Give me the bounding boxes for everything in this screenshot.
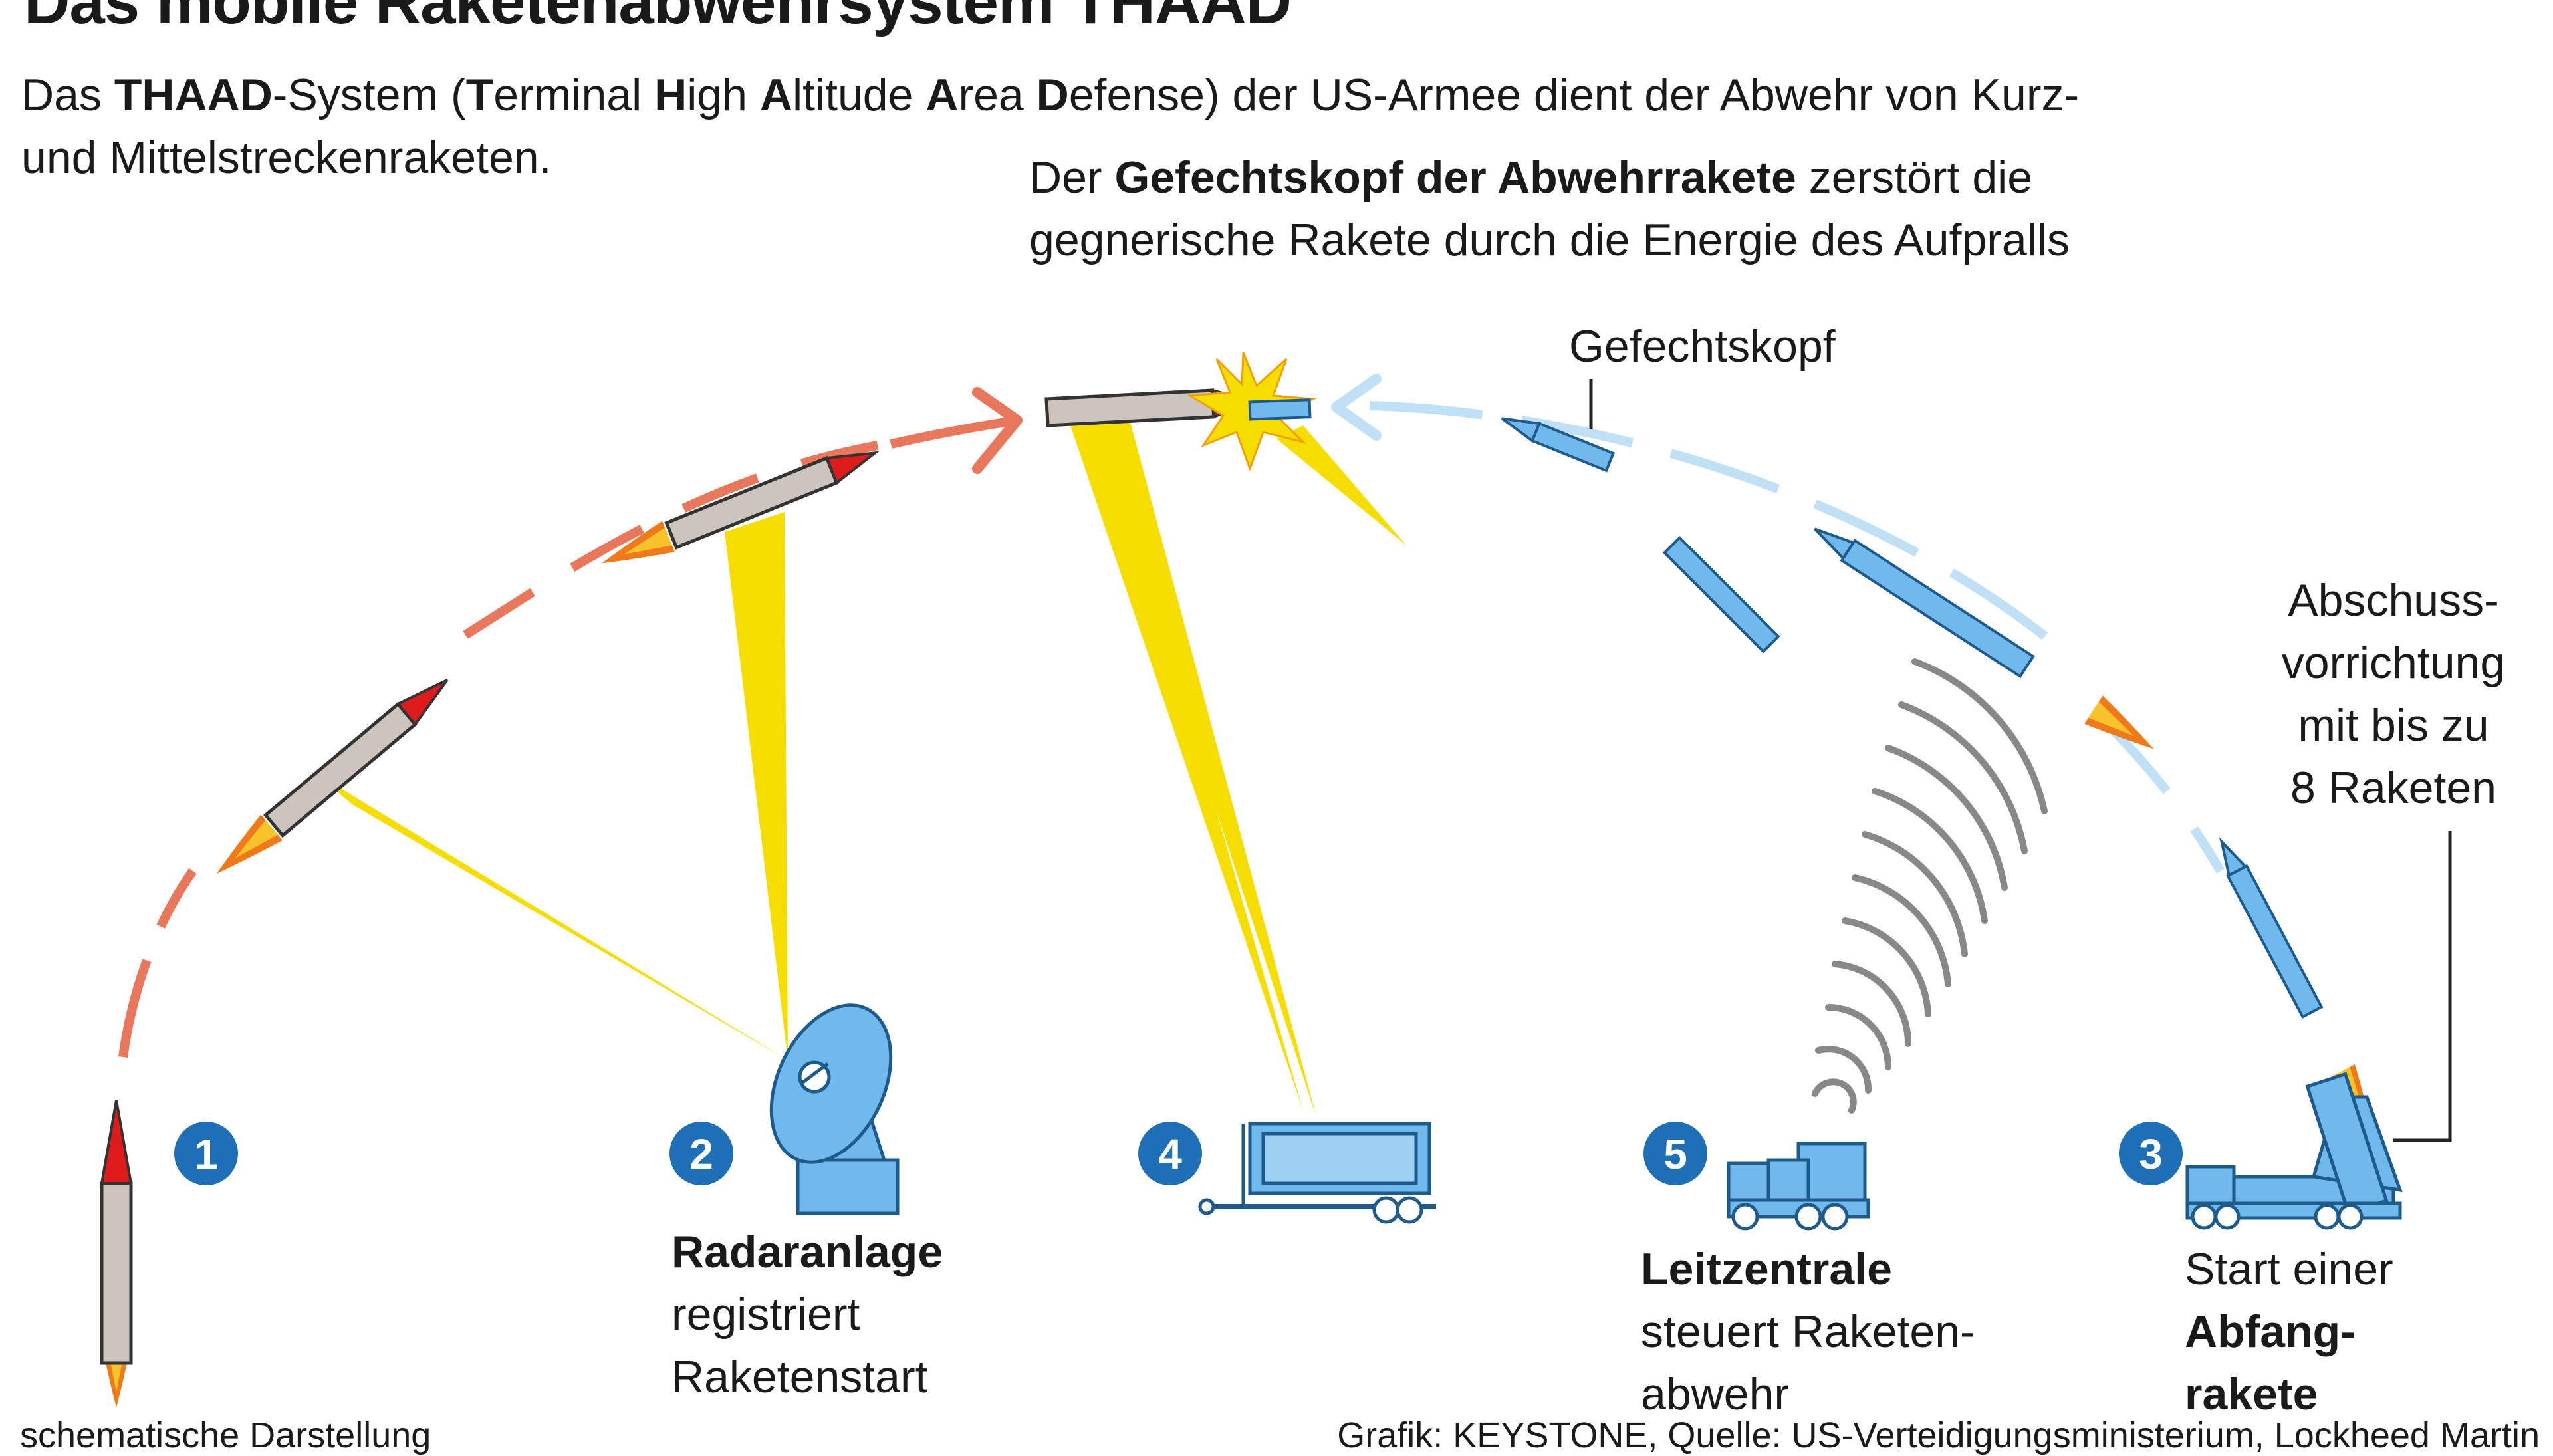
headline-text: Der Gefechtskopf der Abwehrrakete zerstö…	[1029, 152, 2033, 203]
enemy-trajectory	[118, 387, 1023, 1058]
footer-left: schematische Darstellung	[20, 1415, 431, 1455]
svg-text:3: 3	[2139, 1130, 2163, 1178]
control-truck-icon	[1727, 1142, 1870, 1231]
radar-unit-icon	[1198, 1122, 1436, 1224]
interceptor-icon	[2219, 837, 2381, 1126]
radar-label: Radaranlage registriert Raketenstart	[671, 1227, 943, 1402]
svg-text:2: 2	[689, 1130, 713, 1178]
page-title: Das mobile Raketenabwehrsystem THAAD	[24, 0, 1292, 37]
intro-text: Das THAAD-System (Terminal High Altitude…	[21, 70, 2080, 120]
interceptor-icon	[1814, 527, 2163, 763]
marker-4: 4	[1138, 1122, 1202, 1185]
marker-1: 1	[174, 1122, 238, 1185]
interceptor-icon	[1501, 417, 1616, 473]
interceptor-trajectory	[1331, 374, 2225, 874]
start-label: Start einer Abfang- rakete	[2185, 1244, 2393, 1419]
enemy-missile-icon	[205, 679, 449, 887]
marker-5: 5	[1643, 1122, 1707, 1185]
signal-waves-icon	[1812, 658, 2048, 1114]
enemy-missile-icon	[595, 451, 880, 579]
headline-text-line2: gegnerische Rakete durch die Energie des…	[1029, 215, 2070, 265]
interceptor-icon	[1662, 535, 1780, 654]
control-label: Leitzentrale steuert Raketen- abwehr	[1641, 1244, 1975, 1419]
intro-text-line2: und Mittelstreckenraketen.	[21, 132, 552, 183]
footer-right: Grafik: KEYSTONE, Quelle: US-Verteidigun…	[1337, 1415, 2540, 1455]
svg-text:1: 1	[194, 1130, 218, 1178]
enemy-missile-icon	[100, 1100, 133, 1407]
launcher-label: Abschuss- vorrichtung mit bis zu 8 Raket…	[2281, 575, 2506, 813]
gefechtskopf-label: Gefechtskopf	[1569, 321, 1836, 372]
svg-text:4: 4	[1158, 1130, 1182, 1178]
marker-2: 2	[669, 1122, 733, 1185]
explosion-icon	[1187, 352, 1317, 472]
marker-3: 3	[2119, 1122, 2183, 1185]
launcher-pointer	[2393, 831, 2452, 1142]
launcher-truck-icon	[2185, 1072, 2403, 1230]
radar-dish-icon	[769, 1003, 900, 1215]
radar-beams	[312, 422, 1406, 1117]
svg-text:5: 5	[1663, 1130, 1687, 1178]
